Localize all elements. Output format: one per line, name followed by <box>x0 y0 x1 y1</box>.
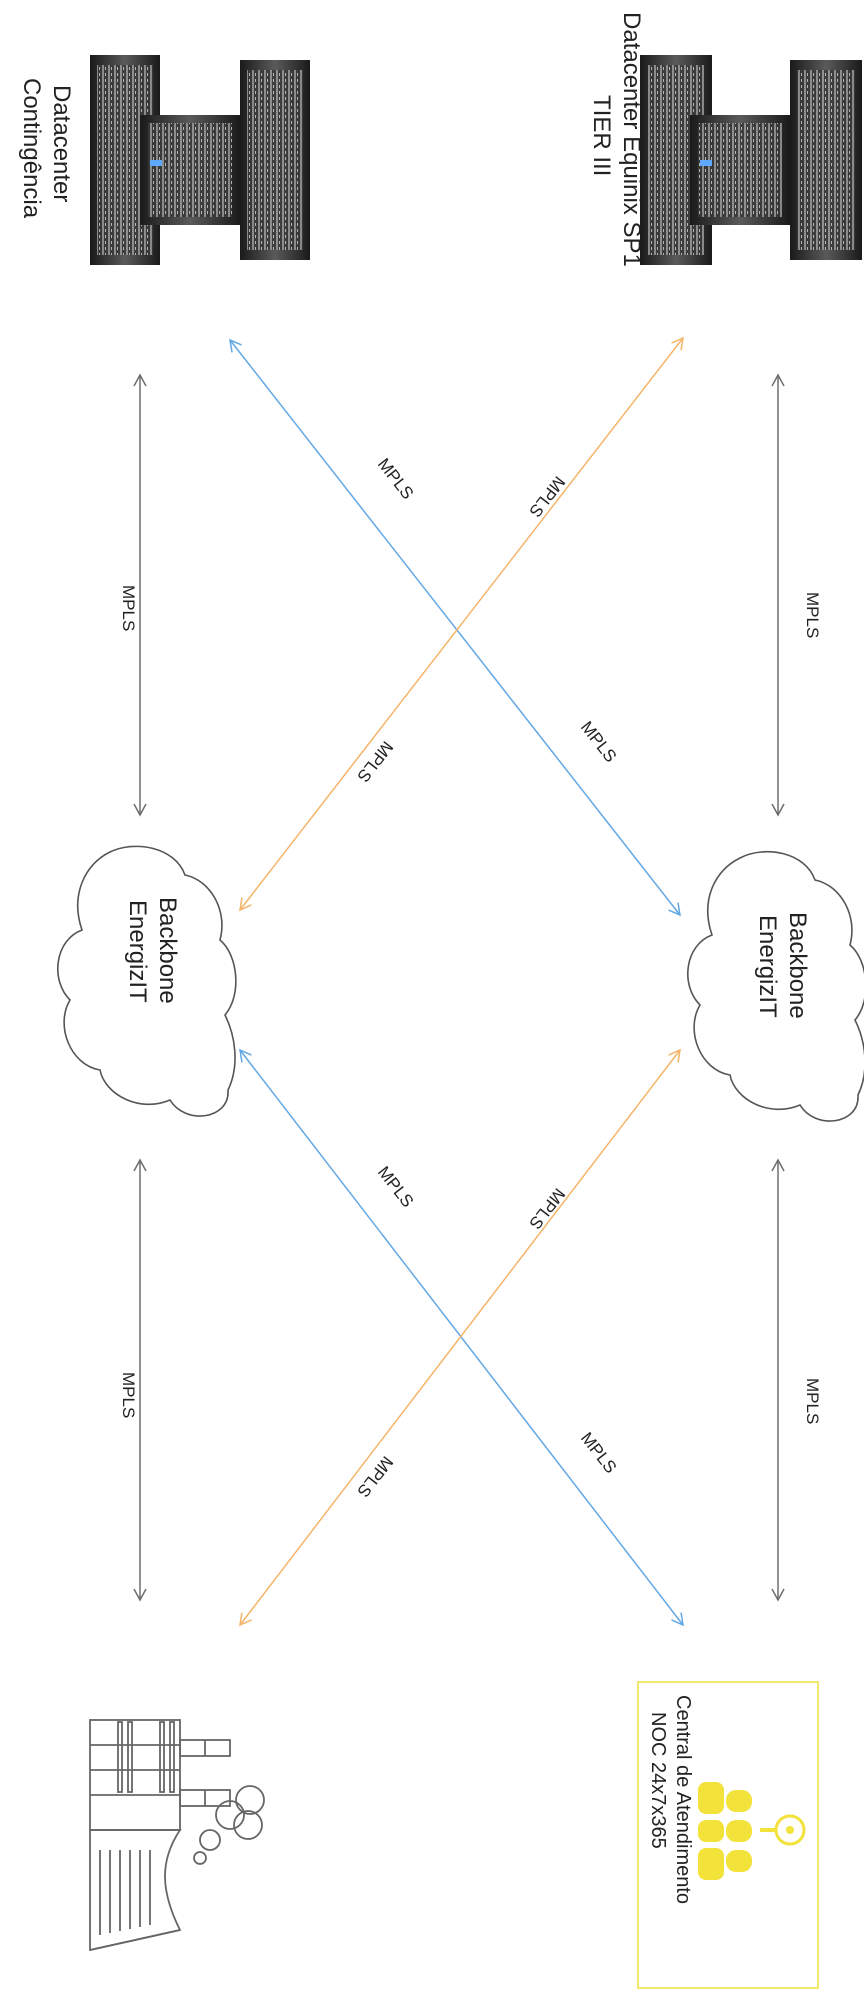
link-label: MPLS <box>374 455 417 503</box>
link-label: MPLS <box>803 1378 822 1424</box>
backbone-left-cloud-icon <box>57 845 237 1117</box>
backbone-left-label-line1: Backbone <box>154 897 181 1004</box>
links <box>133 336 785 1627</box>
link-label: MPLS <box>525 1185 568 1233</box>
link-label: MPLS <box>577 718 620 766</box>
link-label: MPLS <box>374 1163 417 1211</box>
dc-contingency-label-line1: Datacenter <box>48 85 75 202</box>
noc-label-line1: Central de Atendimento <box>672 1695 694 1904</box>
dc-contingency-server-icon <box>90 55 310 265</box>
link-label: MPLS <box>353 1453 396 1501</box>
backbone-right-cloud-icon <box>687 850 864 1122</box>
link-backbone-right-plant <box>239 1048 681 1627</box>
link-label: MPLS <box>119 585 138 631</box>
power-plant-icon <box>89 1719 265 1952</box>
backbone-left-label-line2: EnergizIT <box>124 900 151 1003</box>
link-label: MPLS <box>577 1429 620 1477</box>
dc-primary-label-line1: Datacenter Equinix SP1 <box>618 12 645 267</box>
link-label: MPLS <box>353 738 396 786</box>
link-label: MPLS <box>525 473 568 521</box>
link-label: MPLS <box>803 592 822 638</box>
dc-primary-label-line2: TIER III <box>588 95 615 176</box>
link-contingency-backbone-right <box>229 338 681 917</box>
noc-label-line2: NOC 24x7x365 <box>647 1712 669 1849</box>
support-team-icon <box>698 1782 806 1880</box>
link-primary-backbone-left <box>239 336 684 912</box>
backbone-right-label-line1: Backbone <box>784 912 811 1019</box>
link-label: MPLS <box>119 1372 138 1418</box>
dc-contingency-label-line2: Contingência <box>18 78 45 219</box>
dc-primary-server-icon <box>640 55 862 265</box>
backbone-right-label-line2: EnergizIT <box>754 915 781 1018</box>
